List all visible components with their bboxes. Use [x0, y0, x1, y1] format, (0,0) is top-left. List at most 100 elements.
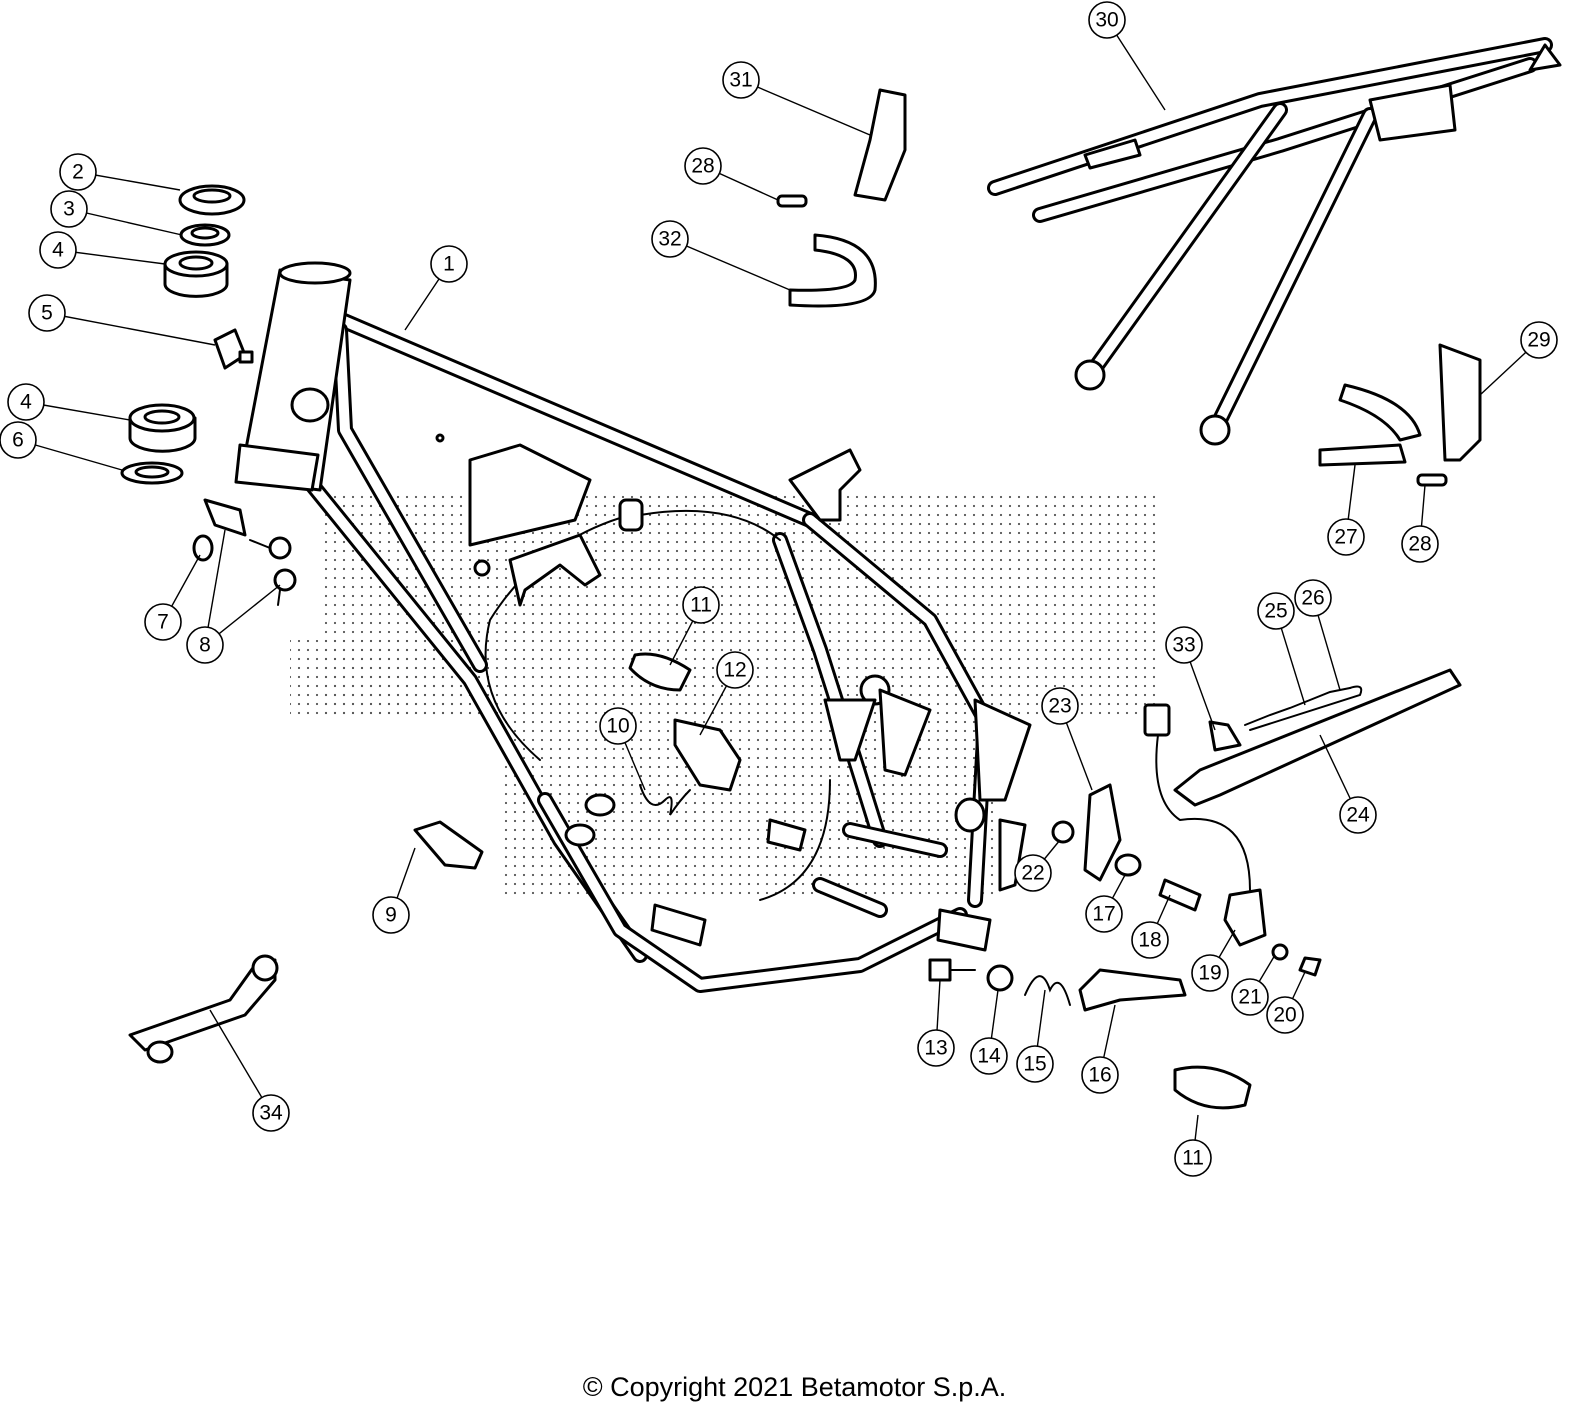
callout-label: 11	[1182, 1147, 1204, 1170]
callout-label: 2	[72, 161, 84, 184]
main-frame	[234, 261, 1032, 993]
callout-label: 8	[199, 634, 211, 657]
callout-11: 11	[1174, 1139, 1212, 1177]
callout-32: 32	[651, 220, 689, 258]
callout-28: 28	[684, 147, 722, 185]
part-19-connector	[1143, 703, 1171, 737]
callout-label: 19	[1198, 962, 1221, 985]
callout-4: 4	[39, 231, 77, 269]
callout-3: 3	[50, 190, 88, 228]
part-29-footrest	[1438, 343, 1482, 462]
callout-label: 23	[1048, 695, 1071, 718]
part-22-nut	[1051, 820, 1075, 844]
part-32-bracket	[788, 233, 877, 308]
callout-label: 26	[1301, 587, 1324, 610]
copyright-notice: © Copyright 2021 Betamotor S.p.A.	[582, 1372, 1007, 1402]
callout-label: 11	[690, 594, 712, 617]
callout-label: 4	[52, 239, 64, 262]
callout-label: 4	[20, 391, 32, 414]
callout-label: 33	[1172, 634, 1195, 657]
part-24-stand	[1173, 668, 1462, 807]
callout-label: 29	[1527, 329, 1550, 352]
callout-21: 21	[1231, 978, 1269, 1016]
callout-19: 19	[1191, 954, 1229, 992]
callout-15: 15	[1016, 1045, 1054, 1083]
callout-label: 9	[385, 904, 397, 927]
callout-9: 9	[372, 896, 410, 934]
callout-label: 20	[1273, 1004, 1296, 1027]
callout-27: 27	[1327, 518, 1365, 556]
callout-label: 30	[1095, 9, 1118, 32]
callout-11: 11	[682, 586, 720, 624]
part-26-spring-hook	[1249, 685, 1363, 731]
callout-label: 17	[1092, 903, 1115, 926]
part-15-spring	[1024, 975, 1071, 1006]
callout-label: 7	[157, 611, 169, 634]
part-16-footpeg	[1078, 968, 1187, 1012]
callout-17: 17	[1085, 895, 1123, 933]
callout-label: 18	[1138, 929, 1161, 952]
callout-label: 27	[1334, 526, 1357, 549]
callout-16: 16	[1081, 1056, 1119, 1094]
part-17-washer	[1114, 853, 1142, 877]
callout-label: 21	[1238, 986, 1261, 1009]
callout-label: 12	[723, 659, 746, 682]
callout-20: 20	[1266, 996, 1304, 1034]
callout-label: 1	[443, 253, 455, 276]
part-12-footpeg	[673, 718, 742, 792]
part-10-spring	[639, 784, 691, 816]
callout-12: 12	[716, 651, 754, 689]
callout-23: 23	[1041, 687, 1079, 725]
part-18-bolt	[1158, 878, 1202, 912]
callout-8: 8	[186, 626, 224, 664]
part-31-footrest	[853, 88, 907, 202]
callout-label: 32	[658, 228, 681, 251]
callout-label: 22	[1021, 862, 1044, 885]
callout-label: 34	[259, 1102, 283, 1125]
callout-label: 5	[41, 302, 53, 325]
callout-18: 18	[1131, 921, 1169, 959]
callout-24: 24	[1339, 796, 1377, 834]
callout-label: 6	[12, 429, 24, 452]
callout-1: 1	[430, 245, 468, 283]
part-25-spring	[1244, 687, 1351, 726]
part-27-bracket	[1318, 383, 1422, 467]
callout-26: 26	[1294, 579, 1332, 617]
bearing-parts	[120, 184, 297, 606]
part-14-bush	[986, 964, 1014, 992]
callout-label: 15	[1023, 1053, 1046, 1076]
callout-30: 30	[1088, 1, 1126, 39]
part-11b-pad	[1173, 1065, 1252, 1110]
callout-label: 3	[63, 198, 75, 221]
callout-5: 5	[28, 294, 66, 332]
callout-28: 28	[1401, 525, 1439, 563]
part-11a-pad	[628, 652, 692, 692]
callout-29: 29	[1520, 321, 1558, 359]
callout-label: 25	[1264, 600, 1287, 623]
callout-6: 6	[0, 421, 37, 459]
rear-subframe	[987, 37, 1562, 446]
part-19-cable	[1155, 734, 1251, 891]
callout-31: 31	[722, 61, 760, 99]
callout-10: 10	[599, 707, 637, 745]
callout-14: 14	[970, 1037, 1008, 1075]
part-21-washer	[1271, 943, 1289, 961]
callout-label: 28	[691, 155, 714, 178]
callout-22: 22	[1014, 854, 1052, 892]
part-13-bolt	[928, 958, 952, 982]
callout-label: 28	[1408, 533, 1431, 556]
callout-label: 14	[977, 1045, 1001, 1068]
callout-label: 31	[729, 69, 752, 92]
part-33-clip	[1208, 720, 1242, 752]
callout-13: 13	[917, 1029, 955, 1067]
callout-label: 16	[1088, 1064, 1111, 1087]
callout-label: 13	[924, 1037, 947, 1060]
callout-label: 10	[606, 715, 629, 738]
callout-33: 33	[1165, 626, 1203, 664]
callout-2: 2	[59, 153, 97, 191]
callout-7: 7	[144, 603, 182, 641]
part-9-plate	[413, 820, 484, 870]
callout-4: 4	[7, 383, 45, 421]
part-28a-pin	[776, 194, 808, 208]
